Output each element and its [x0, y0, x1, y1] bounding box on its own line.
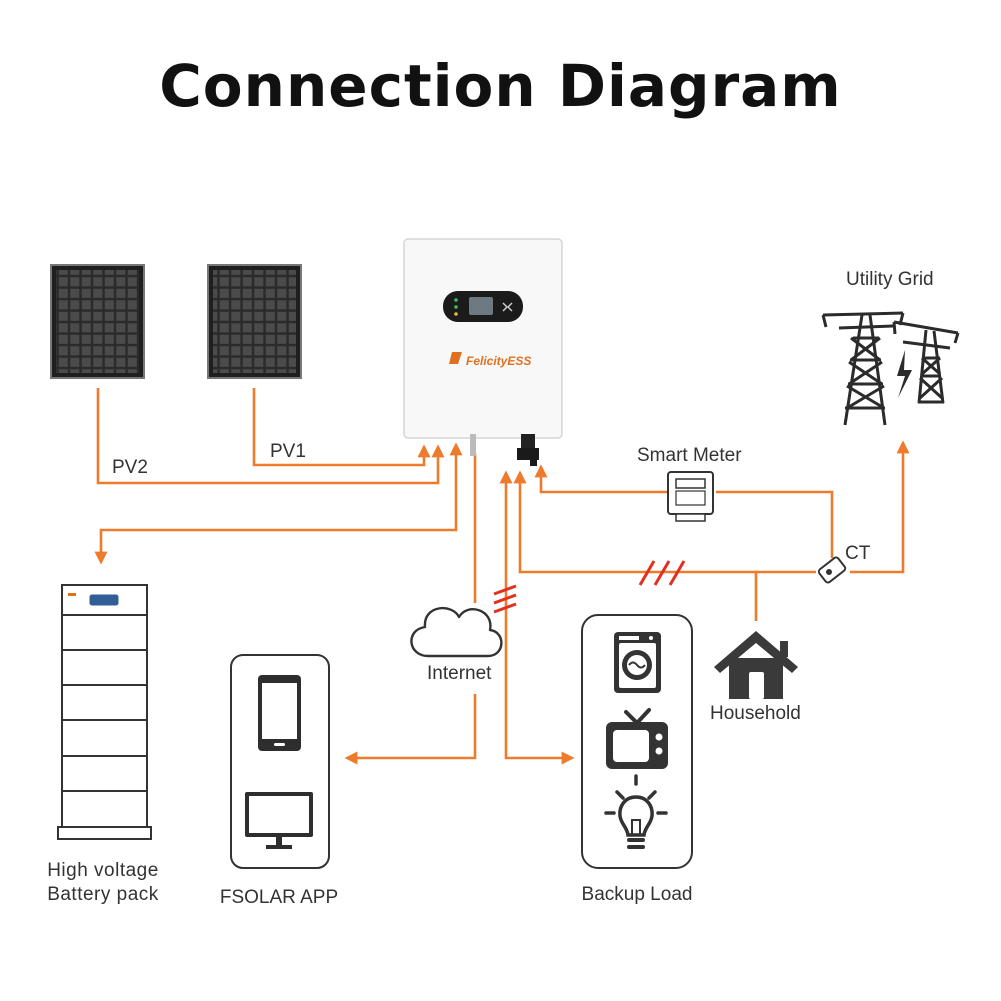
pv1-label: PV1 [270, 441, 306, 462]
backup-load-label: Backup Load [581, 884, 693, 905]
house-icon [714, 631, 798, 699]
ct-label: CT [845, 543, 871, 564]
household-wire [513, 470, 758, 621]
wiring [94, 388, 910, 765]
fault-marks [493, 560, 686, 614]
battery-stack-icon [57, 584, 152, 840]
tv-icon [606, 708, 668, 769]
internet-label: Internet [427, 663, 492, 684]
pv2-label: PV2 [112, 457, 148, 478]
smart-meter-icon [667, 471, 714, 522]
inverter-brand-logo: FelicityESS [466, 354, 532, 368]
backup-load-wire [499, 470, 575, 765]
transmission-tower-icon [821, 311, 960, 426]
washing-machine-icon [614, 632, 661, 693]
app-label: FSOLAR APP [219, 887, 339, 908]
ct-clamp-icon [817, 556, 847, 584]
grid-wire [850, 440, 910, 574]
monitor-icon [245, 792, 313, 849]
battery-wire [94, 442, 463, 565]
battery-label-line1: High voltage [47, 860, 159, 881]
inverter-icon [403, 238, 563, 466]
solar-panel-icon [50, 264, 145, 379]
battery-label-line2: Battery pack [47, 884, 159, 905]
meter-wire-right [716, 490, 834, 558]
cloud-icon [410, 606, 503, 658]
diagram-title: Connection Diagram [159, 52, 842, 120]
pv2-wire [96, 388, 445, 485]
smart-meter-label: Smart Meter [637, 445, 742, 466]
household-label: Household [710, 703, 801, 724]
solar-panel-icon [207, 264, 302, 379]
app-wire [344, 694, 477, 765]
utility-grid-label: Utility Grid [846, 269, 934, 290]
lightning-icon [897, 350, 912, 398]
meter-wire-left [534, 464, 667, 494]
smartphone-icon [258, 675, 301, 751]
light-bulb-icon [604, 774, 668, 849]
